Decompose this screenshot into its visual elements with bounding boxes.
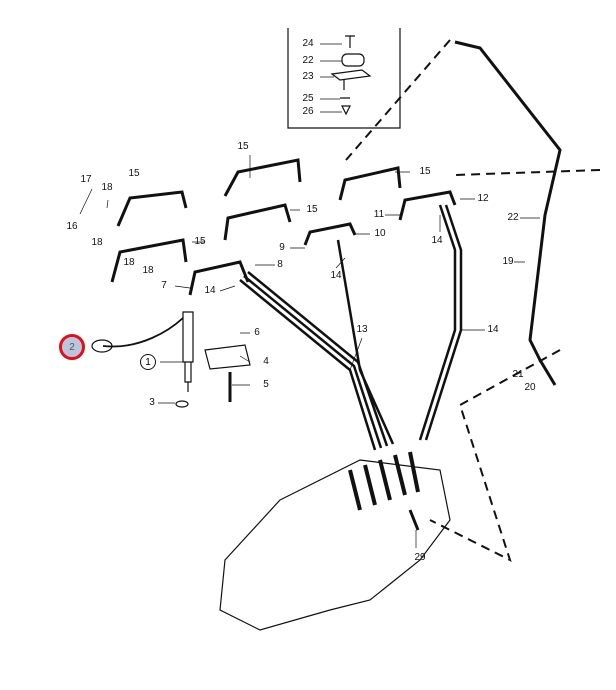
part-label-8: 8 — [277, 259, 283, 270]
part-label-18: 18 — [101, 182, 113, 193]
part-label-10: 10 — [374, 228, 386, 239]
pipe-bundle — [239, 204, 463, 451]
leader-lines — [79, 155, 540, 548]
injector-pipes — [110, 158, 402, 283]
part-label-1-circled: 1 — [140, 354, 156, 370]
part-label-23: 23 — [302, 71, 314, 82]
part-label-29: 29 — [414, 552, 426, 563]
part-label-18: 18 — [123, 257, 135, 268]
part-label-6: 6 — [254, 327, 260, 338]
part-label-24: 24 — [302, 38, 314, 49]
inset-plate — [330, 69, 372, 81]
dashed-leader — [345, 39, 601, 562]
part-label-18: 18 — [91, 237, 103, 248]
inset-screw — [345, 35, 355, 48]
inset-clamp — [341, 53, 365, 67]
part-label-16: 16 — [66, 221, 78, 232]
part-label-14: 14 — [204, 285, 216, 296]
part-label-26: 26 — [302, 106, 314, 117]
washer — [175, 400, 189, 408]
part-label-7: 7 — [161, 280, 167, 291]
part-label-22: 22 — [302, 55, 314, 66]
part-label-20: 20 — [524, 382, 536, 393]
inset-frame — [287, 28, 401, 129]
part-label-15: 15 — [128, 168, 140, 179]
part-label-25: 25 — [302, 93, 314, 104]
highlighted-part-2-hotspot[interactable]: 2 — [59, 334, 85, 360]
part-label-15: 15 — [194, 236, 206, 247]
part-label-15: 15 — [306, 204, 318, 215]
part-label-14: 14 — [487, 324, 499, 335]
part-label-14: 14 — [431, 235, 443, 246]
part-label-17: 17 — [80, 174, 92, 185]
part-label-3: 3 — [149, 397, 155, 408]
part-label-9: 9 — [279, 242, 285, 253]
part-label-4: 4 — [263, 356, 269, 367]
part-label-21: 21 — [512, 369, 524, 380]
part-label-12: 12 — [477, 193, 489, 204]
clamp-bracket — [204, 344, 251, 370]
part-label-13: 13 — [356, 324, 368, 335]
part-label-22: 22 — [507, 212, 519, 223]
injector-body — [182, 311, 194, 392]
part-label-14: 14 — [330, 270, 342, 281]
part-label-18: 18 — [142, 265, 154, 276]
return-line — [454, 40, 562, 386]
part-label-5: 5 — [263, 379, 269, 390]
sealing-ring — [91, 339, 113, 353]
arrow — [102, 317, 184, 348]
part-label-11: 11 — [373, 209, 385, 220]
part-label-15: 15 — [419, 166, 431, 177]
part-label-15: 15 — [237, 141, 249, 152]
part-label-19: 19 — [502, 256, 514, 267]
inset-bolt — [340, 80, 351, 116]
